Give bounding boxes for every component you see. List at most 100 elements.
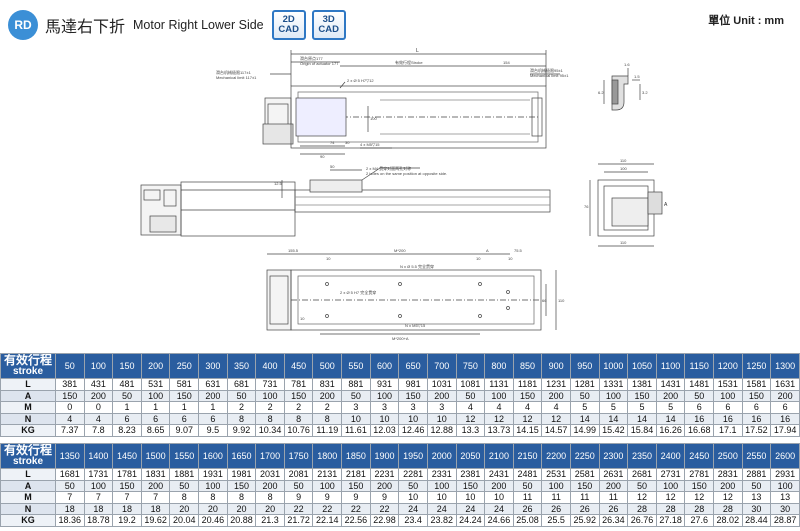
stroke-value: 2500 bbox=[713, 443, 743, 469]
table-cell: 26 bbox=[512, 502, 543, 515]
top-view bbox=[262, 50, 560, 155]
table-cell: 100 bbox=[140, 389, 171, 402]
table-cell: 2481 bbox=[512, 468, 543, 481]
table-cell: 16 bbox=[684, 412, 715, 425]
table-cell: 4 bbox=[512, 401, 543, 414]
table-cell: 200 bbox=[369, 479, 400, 492]
table-cell: 11 bbox=[512, 491, 543, 504]
table-cell: 11.61 bbox=[341, 424, 371, 437]
label-L: L bbox=[416, 48, 419, 54]
table-cell: 681 bbox=[226, 378, 257, 391]
label-76: 76 bbox=[584, 204, 589, 209]
stroke-value: 200 bbox=[140, 353, 171, 379]
table-cell: 10.76 bbox=[283, 424, 314, 437]
title-chinese: 馬達右下折 bbox=[45, 17, 126, 36]
table-cell: 18.36 bbox=[55, 514, 85, 527]
table-cell: 8 bbox=[283, 412, 314, 425]
table-cell: 1 bbox=[169, 401, 200, 414]
table-cell: 1431 bbox=[655, 378, 686, 391]
table-cell: 2231 bbox=[369, 468, 400, 481]
table-cell: 24 bbox=[484, 502, 514, 515]
table-cell: 1681 bbox=[55, 468, 85, 481]
table-cell: 150 bbox=[341, 479, 371, 492]
table-cell: 50 bbox=[455, 389, 486, 402]
stroke-value: 1300 bbox=[770, 353, 800, 379]
corner-zh: 有效行程 bbox=[3, 443, 52, 457]
stroke-value: 250 bbox=[169, 353, 200, 379]
table-cell: 26 bbox=[541, 502, 571, 515]
table-cell: 1231 bbox=[541, 378, 571, 391]
table-cell: 2731 bbox=[655, 468, 686, 481]
table-cell: 22 bbox=[369, 502, 400, 515]
label-12-5: 12.5 bbox=[274, 181, 283, 186]
table-cell: 14.57 bbox=[541, 424, 571, 437]
table-cell: 9 bbox=[283, 491, 314, 504]
table-cell: 1631 bbox=[770, 378, 800, 391]
table-cell: 14 bbox=[598, 412, 629, 425]
table-cell: 150 bbox=[684, 479, 715, 492]
table-cell: 22 bbox=[312, 502, 343, 515]
table-cell: 6 bbox=[169, 412, 200, 425]
cad-2d-button[interactable]: 2D CAD bbox=[271, 10, 306, 40]
table-cell: 9.92 bbox=[226, 424, 257, 437]
stroke-value: 1950 bbox=[398, 443, 428, 469]
label-origin: 滑台原点177 bbox=[300, 55, 323, 61]
bottom-view bbox=[266, 253, 557, 335]
label-75-5: 75.5 bbox=[514, 248, 523, 253]
side-view bbox=[140, 167, 551, 237]
stroke-value: 1150 bbox=[684, 353, 715, 379]
label-limit-right-en: Mechanical limit 95±1 bbox=[530, 73, 569, 78]
label-10c: 10 bbox=[508, 256, 513, 261]
table-cell: 8 bbox=[255, 491, 285, 504]
stroke-value: 1750 bbox=[283, 443, 314, 469]
cad-3d-button[interactable]: 3D CAD bbox=[311, 10, 346, 40]
table-cell: 1 bbox=[140, 401, 171, 414]
table-cell: 2531 bbox=[541, 468, 571, 481]
table-cell: 15.84 bbox=[627, 424, 657, 437]
table-cell: 18 bbox=[55, 502, 85, 515]
table-cell: 100 bbox=[484, 389, 514, 402]
label-3-2: 3.2 bbox=[642, 90, 648, 95]
table-cell: 24.66 bbox=[484, 514, 514, 527]
stroke-value: 2100 bbox=[484, 443, 514, 469]
rd-badge: RD bbox=[8, 10, 38, 40]
table-cell: 3 bbox=[426, 401, 457, 414]
table-cell: 150 bbox=[283, 389, 314, 402]
table-cell: 3 bbox=[398, 401, 428, 414]
table-cell: 20 bbox=[198, 502, 228, 515]
table-cell: 10 bbox=[426, 412, 457, 425]
table-cell: 23.4 bbox=[398, 514, 428, 527]
table-cell: 12 bbox=[713, 491, 743, 504]
label-limit-left: 滑台机械极限117±1 bbox=[216, 69, 252, 75]
label-M200: M*200 bbox=[394, 248, 406, 253]
label-110b: 110 bbox=[620, 240, 627, 245]
table-cell: 150 bbox=[112, 479, 142, 492]
stroke-value: 1550 bbox=[169, 443, 200, 469]
stroke-value: 2150 bbox=[512, 443, 543, 469]
stroke-value: 750 bbox=[455, 353, 486, 379]
label-1-6: 1.6 bbox=[624, 62, 630, 67]
row-label: L bbox=[0, 378, 56, 391]
table-cell: 27.18 bbox=[655, 514, 686, 527]
cad-3d-line1: 3D bbox=[322, 14, 335, 25]
table-cell: 21.3 bbox=[255, 514, 285, 527]
label-A-section: A bbox=[664, 202, 668, 208]
table-cell: 1 bbox=[112, 401, 142, 414]
table-cell: 9 bbox=[312, 491, 343, 504]
table-cell: 4 bbox=[55, 412, 85, 425]
table-cell: 28.02 bbox=[713, 514, 743, 527]
stroke-value: 850 bbox=[512, 353, 543, 379]
table-cell: 12 bbox=[684, 491, 715, 504]
stroke-value: 650 bbox=[398, 353, 428, 379]
table-cell: 6 bbox=[140, 412, 171, 425]
stroke-value: 2550 bbox=[741, 443, 772, 469]
table-cell: 28 bbox=[627, 502, 657, 515]
table-cell: 2681 bbox=[627, 468, 657, 481]
stroke-value: 2450 bbox=[684, 443, 715, 469]
